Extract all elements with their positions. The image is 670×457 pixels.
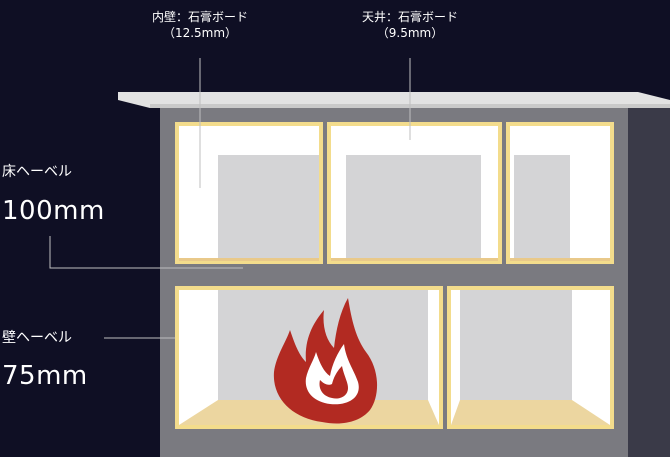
- inner-wall-label: 内壁：石膏ボード （12.5mm）: [120, 9, 280, 41]
- floor-level-value: 100mm: [2, 196, 105, 226]
- fire-icon: [273, 298, 378, 424]
- inner-wall-spec: （12.5mm）: [162, 26, 238, 40]
- lower-room-right: [447, 286, 614, 429]
- ceiling-spec: （9.5mm）: [376, 26, 444, 40]
- floor-slab: [160, 266, 628, 286]
- upper-room-center: [327, 122, 502, 264]
- leader-floor: [49, 236, 243, 269]
- wall-level-title: 壁ヘーベル: [2, 330, 72, 346]
- floor-wood-right: [451, 400, 610, 425]
- upper-room-right: [506, 122, 614, 264]
- floor-level-title: 床ヘーベル: [2, 164, 72, 180]
- ceiling-label: 天井：石膏ボード （9.5mm）: [330, 9, 490, 41]
- wall-level-value: 75mm: [2, 361, 88, 391]
- ceiling-title: 天井：石膏ボード: [361, 10, 458, 24]
- inner-wall-title: 内壁：石膏ボード: [151, 10, 248, 24]
- upper-room-left: [175, 122, 323, 264]
- exterior-wall-right: [628, 108, 670, 457]
